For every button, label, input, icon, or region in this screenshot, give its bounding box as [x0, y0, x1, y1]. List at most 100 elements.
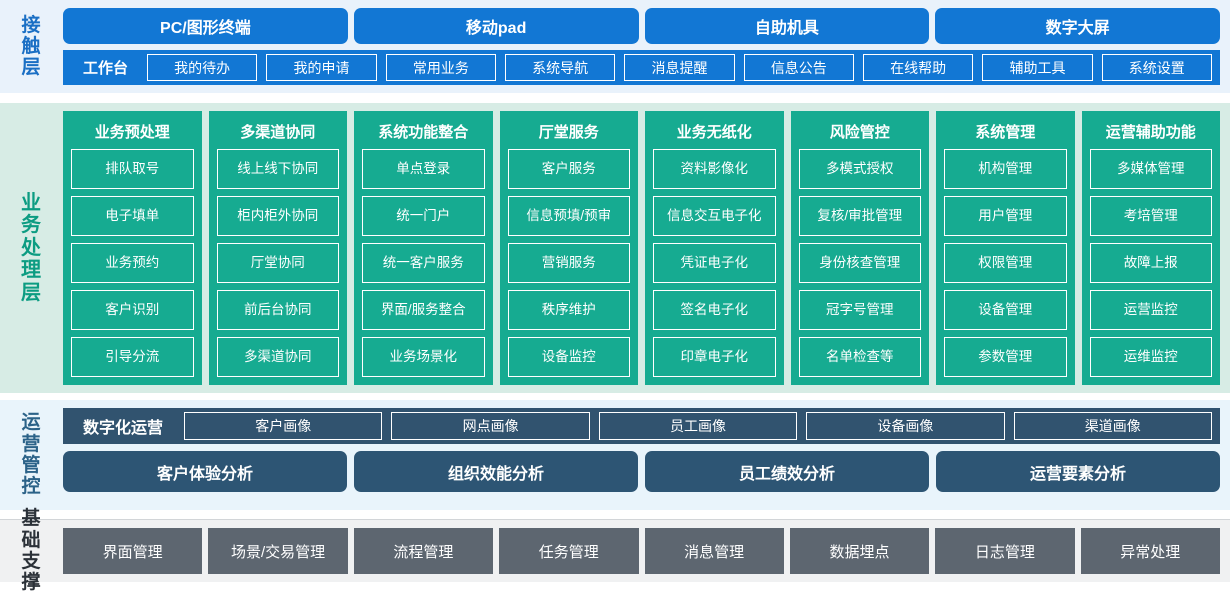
menu-item-system-settings[interactable]: 系统设置	[1101, 54, 1212, 81]
channel-digital-screen[interactable]: 数字大屏	[935, 8, 1220, 44]
menu-item-announcement[interactable]: 信息公告	[743, 54, 854, 81]
biz-item-online-offline-collab[interactable]: 线上线下协同	[216, 149, 339, 189]
biz-item-training-mgmt[interactable]: 考培管理	[1089, 196, 1212, 236]
biz-item-prefill-prereview[interactable]: 信息预填/预审	[507, 196, 630, 236]
base-item-log-mgmt[interactable]: 日志管理	[935, 528, 1075, 574]
menu-item-common-business[interactable]: 常用业务	[385, 54, 496, 81]
base-item-ui-mgmt[interactable]: 界面管理	[63, 528, 203, 574]
biz-item-lobby-collab[interactable]: 厅堂协同	[216, 243, 339, 283]
biz-item-serial-number-mgmt[interactable]: 冠字号管理	[798, 290, 921, 330]
biz-item-customer-service[interactable]: 客户服务	[507, 149, 630, 189]
base-item-message-mgmt[interactable]: 消息管理	[644, 528, 784, 574]
biz-item-queue-number[interactable]: 排队取号	[71, 149, 194, 189]
analysis-row: 客户体验分析 组织效能分析 员工绩效分析 运营要素分析	[63, 451, 1220, 492]
menu-item-my-todo[interactable]: 我的待办	[147, 54, 258, 81]
biz-item-counter-collab[interactable]: 柜内柜外协同	[216, 196, 339, 236]
column-items: 排队取号 电子填单 业务预约 客户识别 引导分流	[71, 149, 194, 377]
biz-item-unified-portal[interactable]: 统一门户	[362, 196, 485, 236]
menu-item-message-alert[interactable]: 消息提醒	[624, 54, 735, 81]
base-item-exception-handling[interactable]: 异常处理	[1080, 528, 1220, 574]
portrait-channel[interactable]: 渠道画像	[1013, 412, 1212, 440]
portrait-employee[interactable]: 员工画像	[598, 412, 798, 440]
biz-item-multichannel-collab[interactable]: 多渠道协同	[216, 337, 339, 377]
channel-pc[interactable]: PC/图形终端	[63, 8, 348, 44]
base-item-task-mgmt[interactable]: 任务管理	[499, 528, 639, 574]
base-item-scenario-transaction-mgmt[interactable]: 场景/交易管理	[208, 528, 348, 574]
menu-item-my-application[interactable]: 我的申请	[266, 54, 377, 81]
biz-item-device-mgmt[interactable]: 设备管理	[944, 290, 1067, 330]
business-column-lobby-service: 厅堂服务 客户服务 信息预填/预审 营销服务 秩序维护 设备监控	[499, 111, 638, 385]
menu-item-system-navigation[interactable]: 系统导航	[505, 54, 616, 81]
base-layer-label: 基础支撑	[0, 508, 63, 593]
biz-item-appointment[interactable]: 业务预约	[71, 243, 194, 283]
biz-item-org-mgmt[interactable]: 机构管理	[944, 149, 1067, 189]
workbench-label: 工作台	[83, 60, 129, 77]
column-items: 客户服务 信息预填/预审 营销服务 秩序维护 设备监控	[507, 149, 630, 377]
base-items-row: 界面管理 场景/交易管理 流程管理 任务管理 消息管理 数据埋点 日志管理 异常…	[63, 528, 1220, 574]
digital-operations-row: 数字化运营 客户画像 网点画像 员工画像 设备画像 渠道画像	[63, 408, 1220, 444]
column-title: 系统管理	[975, 124, 1036, 141]
column-title: 系统功能整合	[378, 124, 469, 141]
portrait-branch[interactable]: 网点画像	[391, 412, 590, 440]
base-item-process-mgmt[interactable]: 流程管理	[353, 528, 494, 574]
base-item-data-tracking[interactable]: 数据埋点	[789, 528, 930, 574]
biz-item-unified-customer-service[interactable]: 统一客户服务	[362, 243, 485, 283]
biz-item-info-exchange-electronic[interactable]: 信息交互电子化	[653, 196, 776, 236]
digital-operations-label: 数字化运营	[83, 420, 164, 437]
column-items: 多模式授权 复核/审批管理 身份核查管理 冠字号管理 名单检查等	[798, 149, 921, 377]
biz-item-business-scenario[interactable]: 业务场景化	[362, 337, 485, 377]
biz-item-document-imaging[interactable]: 资料影像化	[653, 149, 776, 189]
biz-item-identity-verification[interactable]: 身份核查管理	[798, 243, 921, 283]
biz-item-operation-monitoring[interactable]: 运营监控	[1089, 290, 1212, 330]
portrait-customer[interactable]: 客户画像	[184, 412, 383, 440]
channel-mobile-pad[interactable]: 移动pad	[353, 8, 639, 44]
business-columns: 业务预处理 排队取号 电子填单 业务预约 客户识别 引导分流 多渠道协同 线上线…	[63, 111, 1220, 385]
access-layer-band: 接触层 PC/图形终端 移动pad 自助机具 数字大屏 工作台 我的待办 我的申…	[0, 0, 1230, 93]
biz-item-device-monitoring[interactable]: 设备监控	[507, 337, 630, 377]
analysis-employee-performance[interactable]: 员工绩效分析	[645, 451, 929, 492]
biz-item-review-approval[interactable]: 复核/审批管理	[798, 196, 921, 236]
column-items: 多媒体管理 考培管理 故障上报 运营监控 运维监控	[1089, 149, 1212, 377]
band-gap-1	[0, 93, 1230, 103]
biz-item-seal-electronic[interactable]: 印章电子化	[653, 337, 776, 377]
menu-item-online-help[interactable]: 在线帮助	[862, 54, 974, 81]
channel-self-service[interactable]: 自助机具	[644, 8, 930, 44]
access-layer-body: PC/图形终端 移动pad 自助机具 数字大屏 工作台 我的待办 我的申请 常用…	[63, 0, 1230, 93]
biz-item-order-maintenance[interactable]: 秩序维护	[507, 290, 630, 330]
biz-item-guide-diversion[interactable]: 引导分流	[71, 337, 194, 377]
biz-item-multimedia-mgmt[interactable]: 多媒体管理	[1089, 149, 1212, 189]
biz-item-multimode-authorization[interactable]: 多模式授权	[798, 149, 921, 189]
biz-item-user-mgmt[interactable]: 用户管理	[944, 196, 1067, 236]
access-layer-label: 接触层	[0, 0, 63, 93]
biz-item-signature-electronic[interactable]: 签名电子化	[653, 290, 776, 330]
biz-item-maintenance-monitoring[interactable]: 运维监控	[1089, 337, 1212, 377]
biz-item-front-back-collab[interactable]: 前后台协同	[216, 290, 339, 330]
workbench-menu-bar: 工作台 我的待办 我的申请 常用业务 系统导航 消息提醒 信息公告 在线帮助 辅…	[63, 50, 1220, 85]
analysis-operation-factors[interactable]: 运营要素分析	[936, 451, 1220, 492]
biz-item-fault-report[interactable]: 故障上报	[1089, 243, 1212, 283]
operations-layer-label-text: 运营管控	[21, 412, 42, 498]
column-title: 厅堂服务	[538, 124, 599, 141]
biz-item-ui-service-integration[interactable]: 界面/服务整合	[362, 290, 485, 330]
business-layer-label: 业务处理层	[0, 103, 63, 393]
base-layer-label-text: 基础支撑	[21, 508, 42, 594]
operations-layer-body: 数字化运营 客户画像 网点画像 员工画像 设备画像 渠道画像 客户体验分析 组织…	[63, 400, 1230, 510]
column-title: 业务预处理	[94, 124, 170, 141]
biz-item-parameter-mgmt[interactable]: 参数管理	[944, 337, 1067, 377]
biz-item-single-sign-on[interactable]: 单点登录	[362, 149, 485, 189]
business-column-risk-control: 风险管控 多模式授权 复核/审批管理 身份核查管理 冠字号管理 名单检查等	[790, 111, 929, 385]
analysis-org-effectiveness[interactable]: 组织效能分析	[354, 451, 638, 492]
analysis-customer-experience[interactable]: 客户体验分析	[63, 451, 347, 492]
biz-item-customer-identify[interactable]: 客户识别	[71, 290, 194, 330]
biz-item-e-form[interactable]: 电子填单	[71, 196, 194, 236]
business-column-paperless: 业务无纸化 资料影像化 信息交互电子化 凭证电子化 签名电子化 印章电子化	[645, 111, 784, 385]
biz-item-marketing-service[interactable]: 营销服务	[507, 243, 630, 283]
menu-item-utility-tools[interactable]: 辅助工具	[982, 54, 1093, 81]
biz-item-voucher-electronic[interactable]: 凭证电子化	[653, 243, 776, 283]
portrait-device[interactable]: 设备画像	[806, 412, 1005, 440]
biz-item-list-check[interactable]: 名单检查等	[798, 337, 921, 377]
band-gap-2	[0, 393, 1230, 400]
business-layer-band: 业务处理层 业务预处理 排队取号 电子填单 业务预约 客户识别 引导分流 多渠道…	[0, 103, 1230, 393]
biz-item-permission-mgmt[interactable]: 权限管理	[944, 243, 1067, 283]
